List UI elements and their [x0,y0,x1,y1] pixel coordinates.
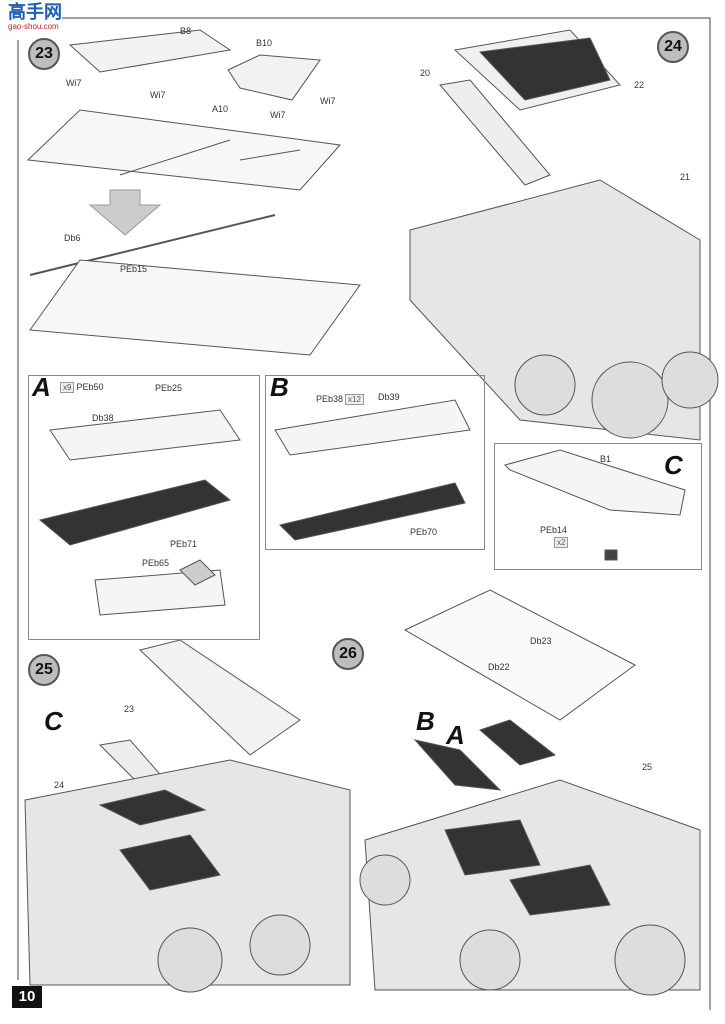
arrow-down [88,189,162,236]
subassembly-b-box [265,375,485,550]
label-peb50: PEb50 [76,382,104,392]
part-b8 [68,29,232,73]
label-b1: B1 [600,454,612,464]
label-peb70: PEb70 [410,527,438,537]
watermark-logo: 高手网 gao-shou.com [8,3,62,32]
label-wi7: Wi7 [320,96,336,106]
step-23-number: 23 [28,38,60,70]
watermark-logo-url: gao-shou.com [8,22,59,31]
quantity-badge: x12 [345,394,364,405]
quantity-badge: x2 [554,537,569,548]
label-db38: Db38 [92,413,114,423]
subassembly-b-letter: B [270,372,289,402]
step-24-number: 24 [657,31,689,63]
quantity-badge: x9 [60,382,75,393]
label-24: 24 [54,780,65,790]
label-b10: B10 [256,38,273,48]
subassembly-c-ref: C [44,706,63,736]
label-wi7: Wi7 [150,90,166,100]
label-23: 23 [124,704,135,714]
label-db23: Db23 [530,636,552,646]
label-db39: Db39 [378,392,400,402]
label-a10: A10 [212,104,229,114]
part-db6 [29,214,276,276]
label-22: 22 [634,80,645,90]
label-peb25: PEb25 [155,383,183,393]
label-peb15: PEb15 [120,264,148,274]
label-peb14: PEb14 [540,525,568,535]
hull-bottom [29,259,361,356]
label-peb65: PEb65 [142,558,170,568]
subassembly-c-box [494,443,702,570]
subassembly-a-letter: A [32,372,51,402]
part-b10 [227,54,321,101]
label-db6: Db6 [64,233,81,243]
part-db23 [403,589,636,721]
label-25: 25 [642,762,653,772]
subassembly-b-ref: B [416,706,435,736]
part-a10 [26,109,341,191]
subassembly-a-ref: A [446,720,465,750]
label-21: 21 [680,172,691,182]
label-peb71: PEb71 [170,539,198,549]
step-25-number: 25 [28,654,60,686]
label-peb38: PEb38 [316,394,344,404]
label-b8: B8 [180,26,192,36]
watermark-logo-text: 高手网 [8,2,62,22]
label-wi7: Wi7 [270,110,286,120]
subassembly-c-letter: C [664,450,683,480]
label-20: 20 [420,68,431,78]
part-20 [439,79,551,186]
page-number: 10 [12,986,42,1008]
label-wi7: Wi7 [66,78,82,88]
step-26-number: 26 [332,638,364,670]
label-db22: Db22 [488,662,510,672]
part-23 [138,639,301,756]
subassembly-a-box [28,375,260,640]
